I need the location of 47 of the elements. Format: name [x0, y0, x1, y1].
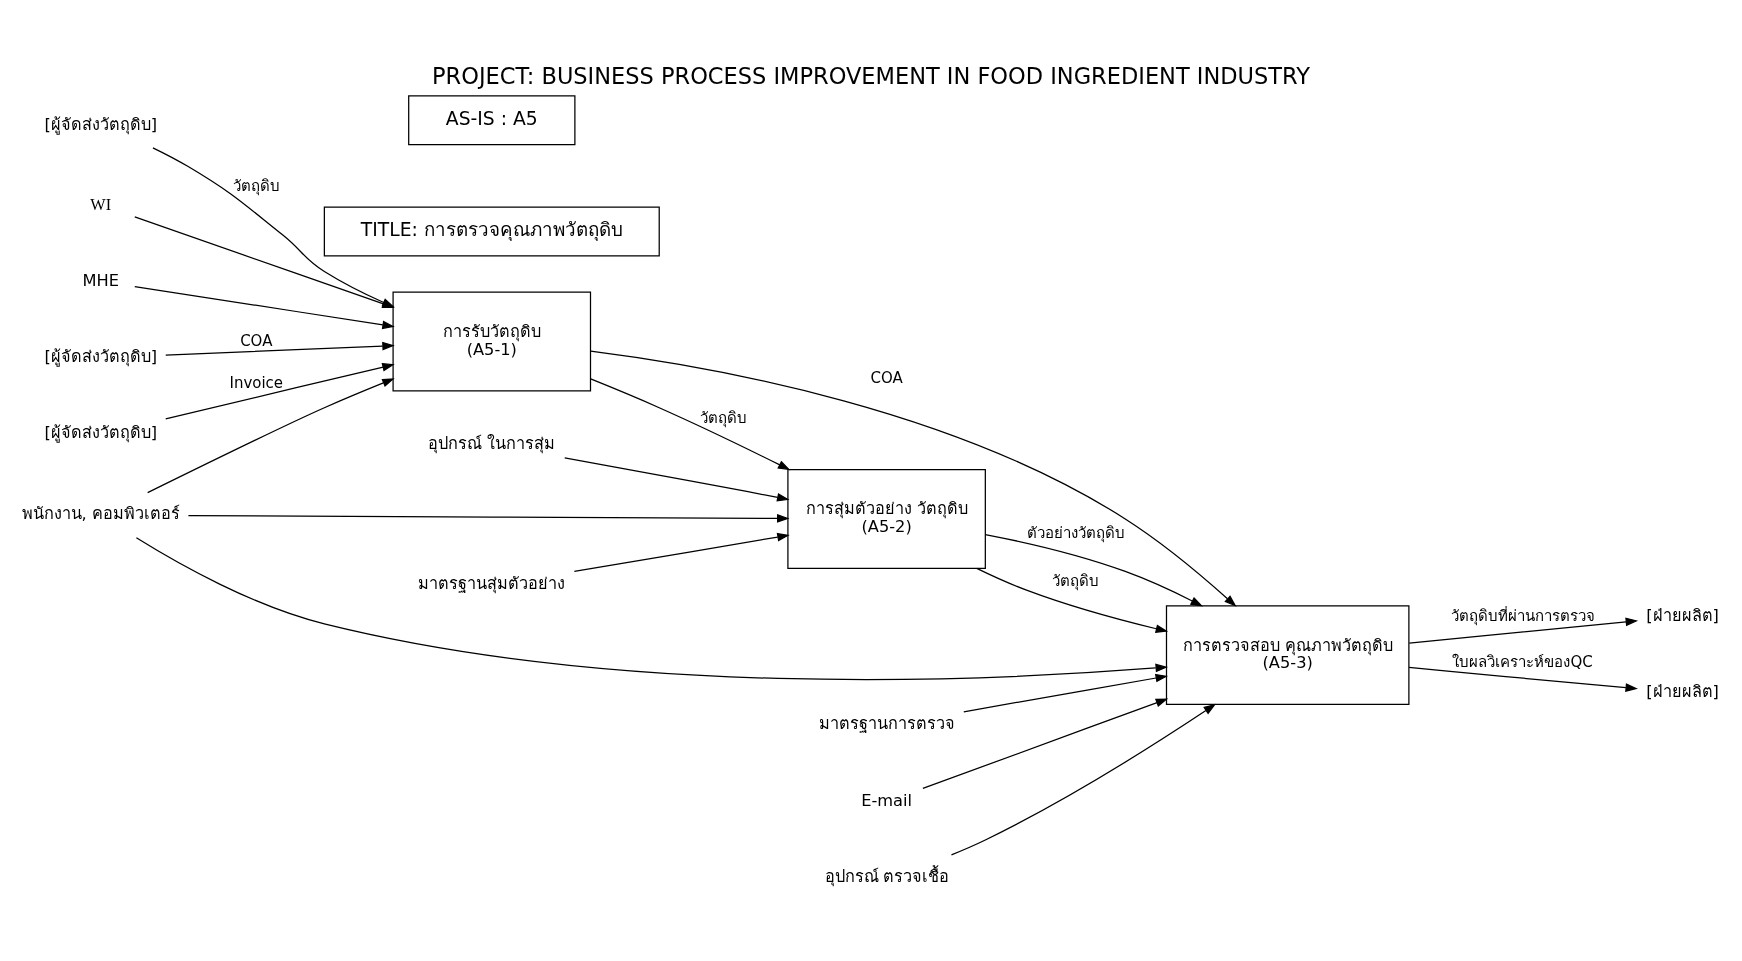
arrow: [950, 703, 1217, 856]
arrow: [573, 532, 790, 573]
node-text: [ฝ่ายผลิต]: [1646, 605, 1719, 625]
arrow: [1408, 666, 1638, 692]
node-text: อุปกรณ์ ตรวจเชื้อ: [824, 867, 949, 886]
edge-label: ใบผลวิเคราะห์ของQC: [1452, 653, 1593, 672]
arrow: [135, 537, 1168, 681]
node-text: [ผู้จัดส่งวัตถุดิบ]: [44, 346, 158, 366]
node-box: การตรวจสอบ คุณภาพวัตถุดิบ (A5-3): [1165, 605, 1410, 706]
edge-label: วัตถุดิบ: [232, 177, 280, 196]
arrow: [1408, 617, 1639, 644]
edge-label: วัตถุดิบที่ผ่านการตรวจ: [1450, 606, 1595, 625]
node-text: อุปกรณ์ ในการสุ่ม: [428, 434, 556, 454]
node-text: มาตรฐานการตรวจ: [818, 715, 955, 734]
edge-label: วัตถุดิบ: [700, 409, 748, 428]
node-text: [ผู้จัดส่งวัตถุดิบ]: [44, 423, 158, 443]
label: TITLE: การตรวจคุณภาพวัตถุดิบ: [360, 218, 623, 240]
arrow: [152, 147, 395, 308]
arrow: [963, 673, 1168, 713]
arrow: [165, 341, 395, 356]
arrow: [134, 285, 395, 330]
edge-label: ตัวอย่างวัตถุดิบ: [1026, 524, 1125, 543]
edge-label: COA: [870, 369, 903, 388]
label: AS-IS : A5: [445, 107, 538, 129]
edge-label: COA: [240, 332, 273, 350]
node-text: WI: [90, 195, 112, 214]
arrow: [147, 378, 395, 494]
arrow: [187, 514, 790, 523]
node-text: มาตรฐานสุ่มตัวอย่าง: [418, 575, 566, 594]
node-text: [ฝ่ายผลิต]: [1646, 681, 1719, 701]
arrow: [590, 350, 1237, 607]
node-text: E-mail: [861, 790, 913, 810]
node-box: การสุ่มตัวอย่าง วัตถุดิบ (A5-2): [787, 468, 986, 569]
arrow: [165, 362, 395, 420]
node-text: MHE: [82, 270, 119, 290]
edge-label: วัตถุดิบ: [1052, 571, 1100, 590]
arrow: [976, 567, 1169, 633]
arrow: [922, 698, 1169, 790]
node-text: [ผู้จัดส่งวัตถุดิบ]: [44, 114, 158, 134]
arrow: [564, 457, 790, 502]
arrow: [984, 533, 1203, 607]
edge-label: Invoice: [229, 374, 284, 393]
arrow: [590, 378, 791, 471]
node-box: การรับวัตถุดิบ (A5-1): [392, 291, 592, 392]
arrow: [134, 216, 395, 308]
diagram-title: PROJECT: BUSINESS PROCESS IMPROVEMENT IN FOOD INGREDIENT INDUSTRY: [432, 62, 1310, 89]
node-text: พนักงาน, คอมพิวเตอร์: [21, 504, 180, 524]
